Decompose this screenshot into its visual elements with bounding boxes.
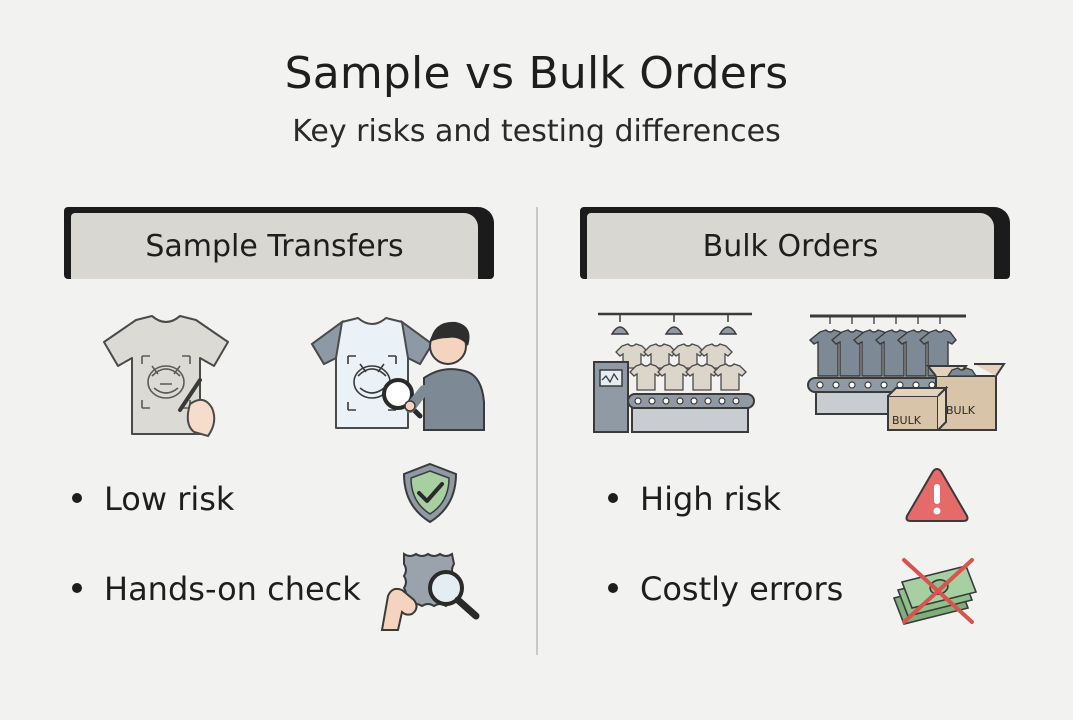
bullet-costly-errors: Costly errors	[608, 570, 843, 608]
bulk-orders-header: Bulk Orders	[580, 207, 1010, 279]
crossed-out-money-icon	[892, 558, 978, 625]
clothing-rack-boxes-icon: BULK BULK	[807, 314, 1006, 431]
production-line-icon	[593, 312, 755, 433]
fabric-magnifier-icon	[380, 552, 480, 631]
bulk-orders-header-label: Bulk Orders	[587, 213, 994, 279]
page-title: Sample vs Bulk Orders	[284, 48, 789, 99]
bullet-low-risk: Low risk	[72, 480, 234, 518]
shield-check-icon	[402, 462, 458, 524]
sample-transfers-header-label: Sample Transfers	[71, 213, 478, 279]
page-subtitle: Key risks and testing differences	[292, 114, 781, 149]
bullet-costly-errors-label: Costly errors	[640, 570, 844, 608]
bullet-high-risk: High risk	[608, 480, 781, 518]
column-divider	[536, 207, 538, 655]
sample-transfers-header: Sample Transfers	[64, 207, 494, 279]
bullet-high-risk-label: High risk	[640, 480, 781, 518]
warning-triangle-icon	[905, 467, 969, 522]
bullet-hands-on-check: Hands-on check	[72, 570, 361, 608]
person-inspecting-tshirt-icon	[310, 317, 485, 431]
tshirt-with-pen-icon	[103, 315, 229, 438]
bullet-low-risk-label: Low risk	[104, 480, 235, 518]
bullet-hands-on-check-label: Hands-on check	[104, 570, 361, 608]
bulk-box-label-front: BULK	[892, 414, 922, 427]
bulk-box-label-side: BULK	[946, 404, 976, 417]
